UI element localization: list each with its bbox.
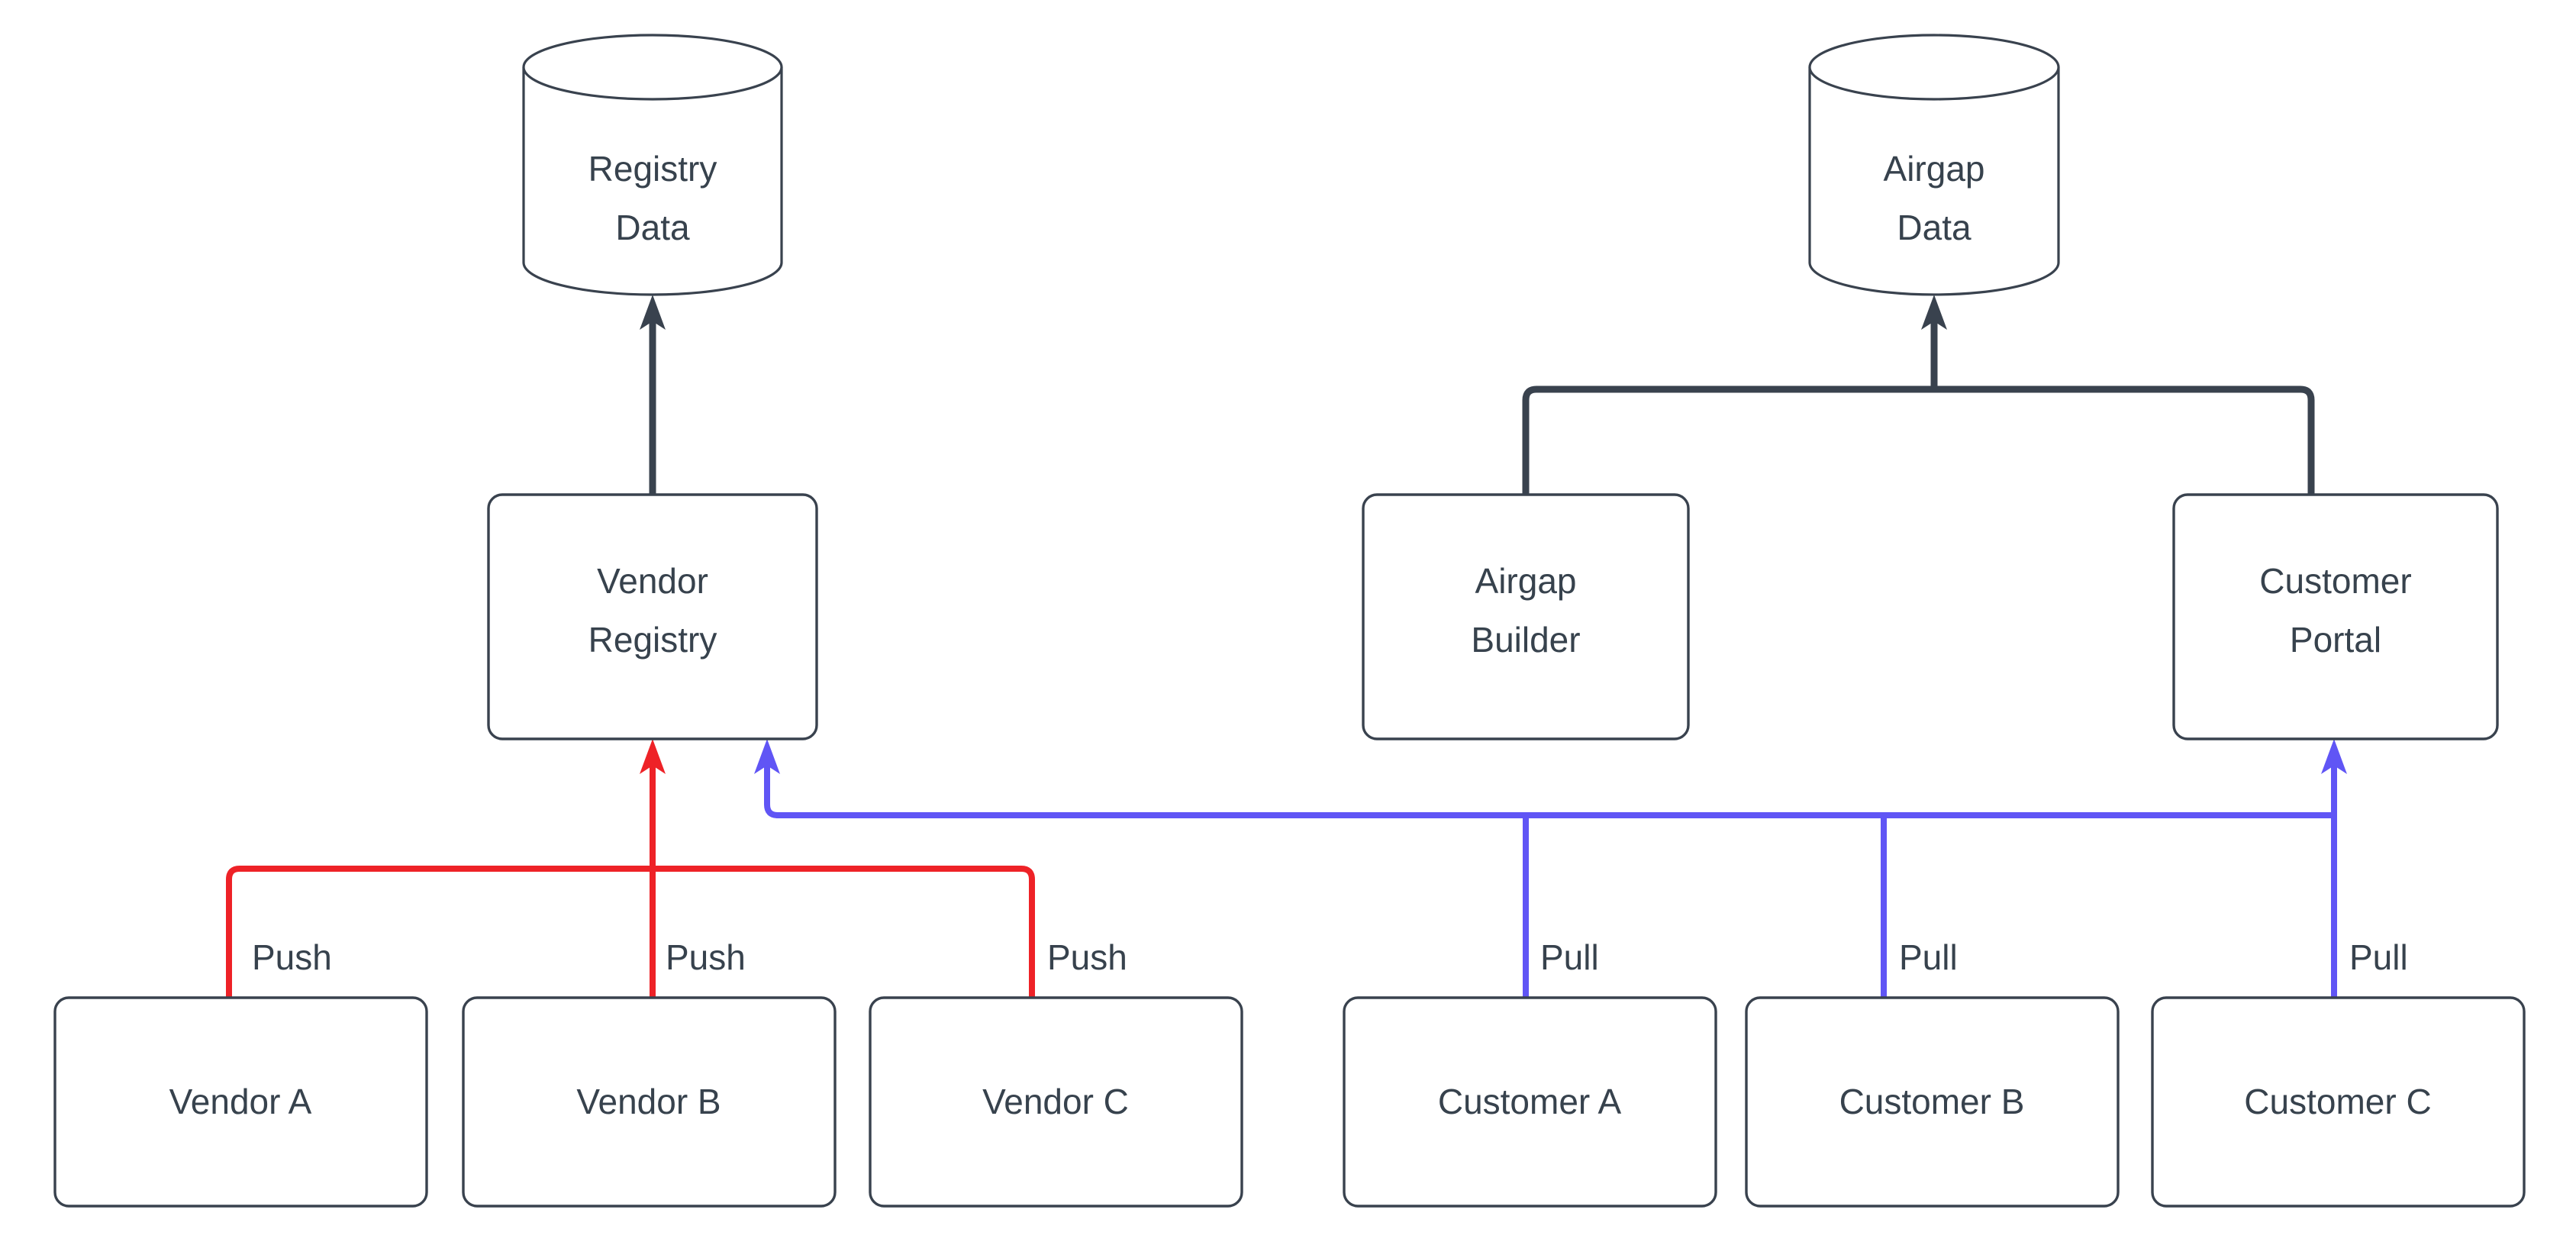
cylinder-top <box>1808 34 2060 101</box>
node-label-line2: Data <box>615 208 690 247</box>
node-box <box>1745 996 2120 1208</box>
node-vendor-c[interactable]: Vendor C <box>869 996 1243 1208</box>
edge-label-pull-customer-c: Pull <box>2349 937 2408 977</box>
node-label-line2: Portal <box>2290 620 2381 660</box>
arrowhead-icon <box>640 739 666 774</box>
node-airgap-data[interactable]: Airgap Data <box>1808 34 2060 296</box>
edge-label-push-vendor-c: Push <box>1047 937 1127 977</box>
edge-label-pull-customer-a: Pull <box>1540 937 1599 977</box>
node-airgap-builder[interactable]: Airgap Builder <box>1362 493 1690 740</box>
node-customer-c[interactable]: Customer C <box>2151 996 2526 1208</box>
node-vendor-a[interactable]: Vendor A <box>53 996 428 1208</box>
node-customer-b[interactable]: Customer B <box>1745 996 2120 1208</box>
node-customer-portal[interactable]: Customer Portal <box>2172 493 2499 740</box>
node-label-line1: Customer <box>2259 561 2411 601</box>
node-label: Vendor C <box>982 1082 1129 1121</box>
edge-vendors-push-to-vendor-registry <box>226 739 1035 998</box>
node-box <box>2172 493 2499 740</box>
node-box <box>53 996 428 1208</box>
arrowhead-icon <box>2321 739 2347 774</box>
node-box <box>487 493 818 740</box>
cylinder-body <box>522 67 783 296</box>
arrowhead-icon <box>754 739 780 774</box>
node-vendor-registry[interactable]: Vendor Registry <box>487 493 818 740</box>
node-label: Vendor A <box>169 1082 312 1121</box>
node-label-line1: Registry <box>588 149 717 189</box>
node-label-line1: Vendor <box>597 561 708 601</box>
node-label-line1: Airgap <box>1884 149 1985 189</box>
node-label: Customer B <box>1839 1082 2025 1121</box>
node-label: Customer C <box>2244 1082 2431 1121</box>
node-box <box>462 996 837 1208</box>
cylinder-top <box>522 34 783 101</box>
node-box <box>1343 996 1717 1208</box>
node-vendor-b[interactable]: Vendor B <box>462 996 837 1208</box>
node-label-line2: Data <box>1897 208 1971 247</box>
node-label: Customer A <box>1438 1082 1622 1121</box>
edge-customers-pull <box>754 739 2347 998</box>
edge-label-push-vendor-b: Push <box>666 937 746 977</box>
push-bus <box>226 866 1035 998</box>
edge-label-push-vendor-a: Push <box>252 937 332 977</box>
cylinder-body <box>1808 67 2060 296</box>
node-label-line1: Airgap <box>1475 561 1577 601</box>
arrowhead-icon <box>640 295 666 330</box>
edge-label-pull-customer-b: Pull <box>1899 937 1958 977</box>
edge-builders-to-airgap-data <box>1522 295 2315 495</box>
arrowhead-icon <box>1921 295 1947 330</box>
node-label-line2: Builder <box>1471 620 1580 660</box>
node-box <box>2151 996 2526 1208</box>
edge-vendor-registry-to-registry-data <box>640 295 666 495</box>
node-customer-a[interactable]: Customer A <box>1343 996 1717 1208</box>
node-label-line2: Registry <box>588 620 717 660</box>
node-box <box>869 996 1243 1208</box>
pull-bus <box>764 761 2334 818</box>
node-label: Vendor B <box>576 1082 721 1121</box>
node-box <box>1362 493 1690 740</box>
edge-bus <box>1522 385 2315 495</box>
node-registry-data[interactable]: Registry Data <box>522 34 783 296</box>
